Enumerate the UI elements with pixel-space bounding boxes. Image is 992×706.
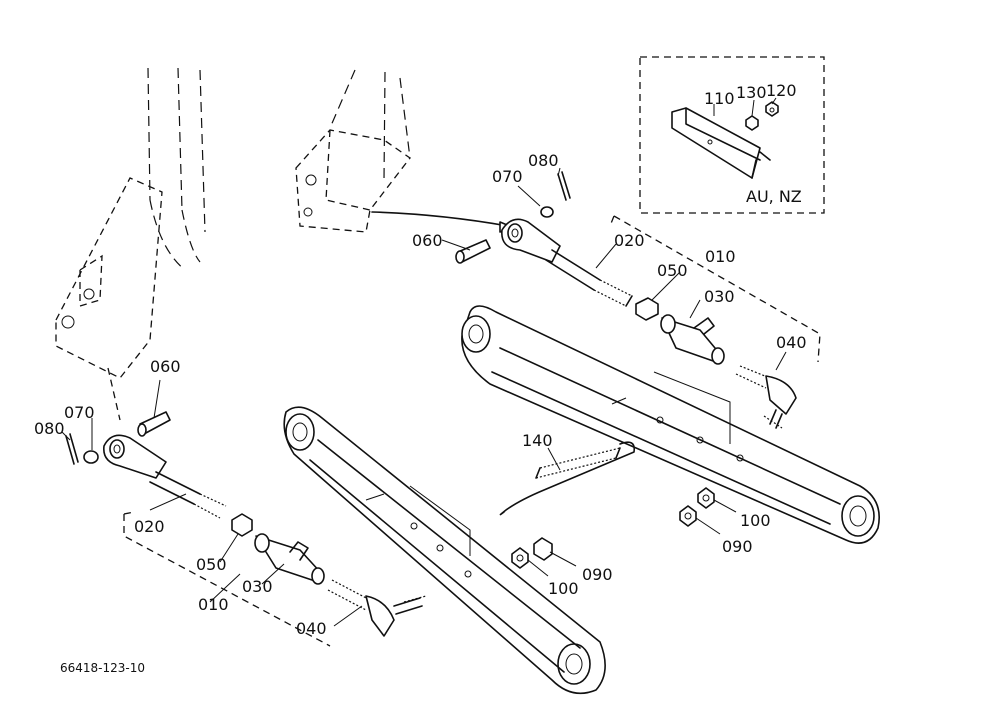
inset-region-label: AU, NZ	[746, 187, 802, 206]
label-030-right: 030	[704, 287, 735, 306]
label-080-right: 080	[528, 151, 559, 170]
label-010-left: 010	[198, 595, 229, 614]
label-040-left: 040	[296, 619, 327, 638]
fasteners-left	[511, 537, 577, 577]
label-060-right: 060	[412, 231, 443, 250]
label-070-left: 070	[64, 403, 95, 422]
label-060-left: 060	[150, 357, 181, 376]
lower-link-left	[283, 406, 606, 695]
label-090-right: 090	[722, 537, 753, 556]
label-100-left: 100	[548, 579, 579, 598]
label-070-right: 070	[492, 167, 523, 186]
label-030-left: 030	[242, 577, 273, 596]
label-110: 110	[704, 89, 735, 108]
label-080-left: 080	[34, 419, 65, 438]
label-120: 120	[766, 81, 797, 100]
label-100-right: 100	[740, 511, 771, 530]
label-140: 140	[522, 431, 553, 450]
part-labels: 080 070 060 020 050 010 030 040 140 100 …	[34, 81, 807, 675]
label-130: 130	[736, 83, 767, 102]
label-020-left: 020	[134, 517, 165, 536]
label-050-right: 050	[657, 261, 688, 280]
fasteners-right	[679, 487, 737, 535]
label-040-right: 040	[776, 333, 807, 352]
spring-140	[499, 441, 636, 516]
lower-link-right	[461, 305, 880, 544]
label-050-left: 050	[196, 555, 227, 574]
leader-lines	[61, 167, 787, 627]
label-010-right: 010	[705, 247, 736, 266]
tractor-frame-top	[295, 69, 513, 233]
label-090-left: 090	[582, 565, 613, 584]
inset-au-nz	[639, 56, 825, 214]
check-chain-right	[455, 171, 821, 429]
label-020-right: 020	[614, 231, 645, 250]
figure-code: 66418-123-10	[60, 661, 145, 675]
check-chain-left	[65, 411, 427, 647]
tractor-frame-left	[55, 67, 206, 421]
